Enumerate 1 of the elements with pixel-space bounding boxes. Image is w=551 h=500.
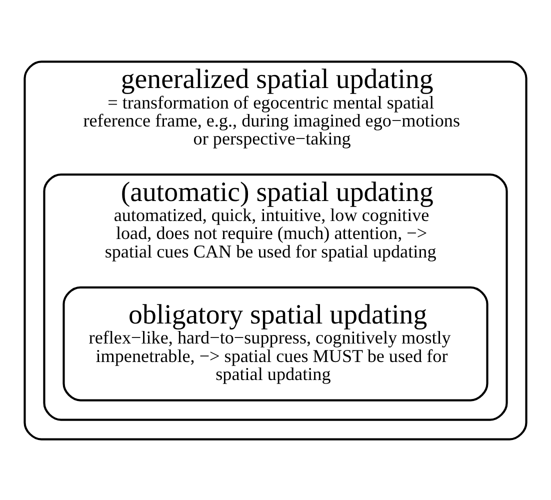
node-box: obligatory spatial updating reflex−like, hard−to−suppress, cognitively mostly impenetrable, −> spatial cues MUST be used for spatial updating — [62, 286, 488, 401]
